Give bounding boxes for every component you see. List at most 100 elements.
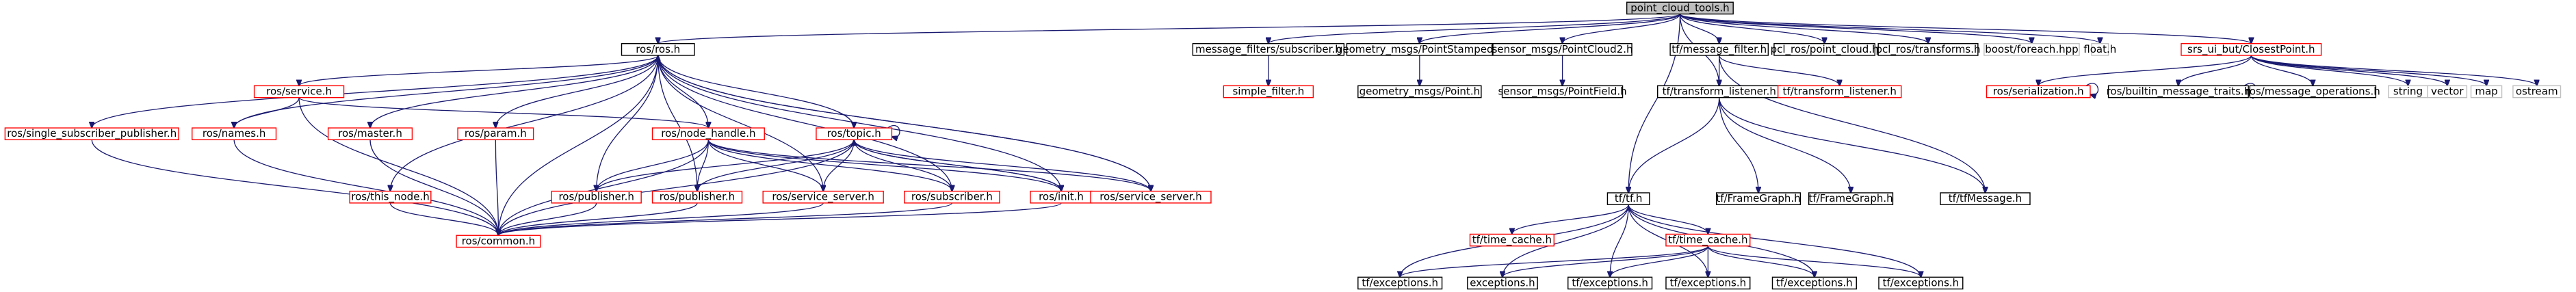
edge-ros-ros-to-ros-thisnode [390, 55, 659, 191]
node-box [651, 127, 765, 141]
node-tf-ex1[interactable]: tf/exceptions.h [1357, 276, 1443, 290]
node-ros-common[interactable]: ros/common.h [456, 235, 541, 248]
node-ros-topic[interactable]: ros/topic.h [816, 127, 893, 141]
node-label: tf/time_cache.h [1472, 234, 1552, 247]
edge-ros-names-to-ros-common [233, 140, 498, 235]
node-tf-fg1[interactable]: tf/FrameGraph.h [1715, 192, 1801, 205]
node-box [2181, 43, 2322, 56]
node-label: tf/message_filter.h [1671, 43, 1767, 56]
node-box [327, 127, 413, 141]
node-label: ros/names.h [203, 127, 266, 140]
node-boost-fe[interactable]: boost/foreach.hpp [1983, 43, 2080, 56]
node-ros-nh[interactable]: ros/node_handle.h [651, 127, 765, 141]
node-box [1346, 43, 1493, 56]
node-tf-tc2[interactable]: tf/time_cache.h [1665, 234, 1751, 247]
edge-tf-tf-to-tf-tc1 [1512, 204, 1629, 234]
edge-ros-ros-to-ros-ssp [92, 55, 659, 128]
edge-ros-ss2-to-ros-ros [658, 55, 1152, 191]
node-ostream[interactable]: ostream [2512, 85, 2562, 98]
node-tf-ex4[interactable]: tf/exceptions.h [1771, 276, 1857, 290]
edge-ros-pub2-to-ros-common [498, 202, 698, 235]
node-ros-bmt[interactable]: ros/builtin_message_traits.h [2107, 85, 2251, 98]
edge-srs-cp-to-ros-ser [2038, 55, 2252, 85]
node-tf-fg2[interactable]: tf/FrameGraph.h [1808, 192, 1894, 205]
edge-tf-tc2-to-ex-h [1502, 245, 1709, 278]
node-ros-subsc[interactable]: ros/subscriber.h [904, 191, 1000, 204]
node-label: map [2475, 85, 2497, 98]
node-ros-ser[interactable]: ros/serialization.h [1986, 85, 2091, 98]
node-pcl-pc[interactable]: pcl_ros/point_cloud.h [1771, 43, 1879, 56]
node-ros-names[interactable]: ros/names.h [192, 127, 277, 141]
node-ros-pub1[interactable]: ros/publisher.h [551, 191, 642, 204]
node-label: geometry_msgs/Point.h [1359, 85, 1481, 98]
node-label: ros/init.h [1039, 191, 1084, 203]
node-label: tf/transform_listener.h [1783, 85, 1897, 98]
node-box [2470, 85, 2503, 98]
node-ros-ssp[interactable]: ros/single_subscriber_publisher.h [4, 127, 179, 140]
node-ros-master[interactable]: ros/master.h [327, 127, 413, 141]
node-box [1501, 85, 1624, 98]
node-ex-h[interactable]: exceptions.h [1467, 276, 1538, 290]
node-sm-pc2[interactable]: sensor_msgs/PointCloud2.h [1492, 43, 1633, 56]
node-ros-pub2[interactable]: ros/publisher.h [651, 191, 743, 204]
edge-ros-service-to-ros-names [234, 97, 300, 128]
node-gm-pts[interactable]: geometry_msgs/PointStamped.h [1336, 43, 1503, 56]
node-box [1192, 43, 1345, 56]
node-ros-thisnode[interactable]: ros/this_node.h [349, 191, 432, 204]
node-label: ostream [2516, 85, 2558, 98]
node-label: ros/subscriber.h [911, 191, 993, 203]
edge-ros-topic-to-ros-ss2 [853, 140, 1151, 191]
node-label: srs_ui_but/ClosestPoint.h [2187, 43, 2315, 56]
node-box [2249, 85, 2377, 98]
node-tf-tc1[interactable]: tf/time_cache.h [1469, 234, 1554, 247]
node-sm-pf[interactable]: sensor_msgs/PointField.h [1498, 85, 1626, 98]
edge-tf-tl-to-tf-fg2 [1719, 97, 1851, 193]
node-ros-ros[interactable]: ros/ros.h [621, 43, 695, 56]
node-ros-service[interactable]: ros/service.h [253, 85, 345, 98]
node-label: sensor_msgs/PointCloud2.h [1492, 43, 1633, 56]
edge-ros-nh-to-ros-subsc [707, 140, 952, 191]
node-root[interactable]: point_cloud_tools.h [1626, 1, 1734, 14]
node-label: tf/FrameGraph.h [1716, 192, 1800, 204]
edge-srs-cp-to-map [2250, 55, 2486, 85]
node-tf-tf[interactable]: tf/tf.h [1606, 192, 1650, 205]
node-ros-param[interactable]: ros/param.h [457, 127, 534, 141]
node-tf-ex5[interactable]: tf/exceptions.h [1878, 276, 1964, 290]
edge-ros-service-to-ros-common [298, 97, 498, 236]
node-srs-cp[interactable]: srs_ui_but/ClosestPoint.h [2181, 43, 2322, 56]
node-box [1940, 192, 2031, 205]
node-gm-point[interactable]: geometry_msgs/Point.h [1357, 85, 1482, 98]
node-map[interactable]: map [2470, 85, 2503, 98]
node-ros-ss2[interactable]: ros/service_server.h [1090, 191, 1212, 204]
node-label: point_cloud_tools.h [1630, 1, 1729, 14]
node-label: sensor_msgs/PointField.h [1498, 85, 1626, 98]
node-box [2512, 85, 2562, 98]
node-tf-ex2[interactable]: tf/exceptions.h [1567, 276, 1653, 290]
node-box [1492, 43, 1632, 56]
node-tf-mf[interactable]: tf/message_filter.h [1669, 43, 1769, 56]
edge-root-to-msf-sub [1269, 13, 1681, 43]
node-ros-mo[interactable]: ros/message_operations.h [2246, 85, 2380, 98]
node-label: float.h [2083, 43, 2116, 55]
node-tf-ex3[interactable]: tf/exceptions.h [1665, 276, 1751, 290]
node-string[interactable]: string [2388, 85, 2428, 98]
edge-srs-cp-to-string [2250, 55, 2408, 85]
edge-root-to-tf-tf [1628, 14, 1681, 192]
node-vector[interactable]: vector [2427, 85, 2468, 98]
edge-ros-nh-to-ros-ss2 [707, 140, 1151, 191]
edge-root-to-ros-ros [658, 13, 1681, 43]
edge-ros-ros-to-ros-pub1 [597, 55, 659, 191]
node-tf-tfm[interactable]: tf/tfMessage.h [1940, 192, 2031, 205]
node-label: tf/exceptions.h [1572, 276, 1648, 289]
node-tf-tl[interactable]: tf/transform_listener.h [1656, 85, 1782, 98]
edge-tf-tl-to-tf-fg1 [1719, 97, 1758, 193]
node-simple-filter[interactable]: simple_filter.h [1223, 85, 1314, 98]
node-ros-ss1[interactable]: ros/service_server.h [762, 191, 884, 204]
edge-root-to-sm-pc2 [1563, 14, 1681, 43]
node-ros-init[interactable]: ros/init.h [1030, 191, 1093, 204]
node-pcl-tr[interactable]: pcl_ros/transforms.h [1876, 43, 1981, 56]
node-float-h[interactable]: float.h [2083, 43, 2116, 56]
node-label: boost/foreach.hpp [1985, 43, 2078, 55]
node-msf-sub[interactable]: message_filters/subscriber.h [1192, 43, 1345, 56]
node-tf-tl2[interactable]: tf/transform_listener.h [1777, 85, 1902, 98]
